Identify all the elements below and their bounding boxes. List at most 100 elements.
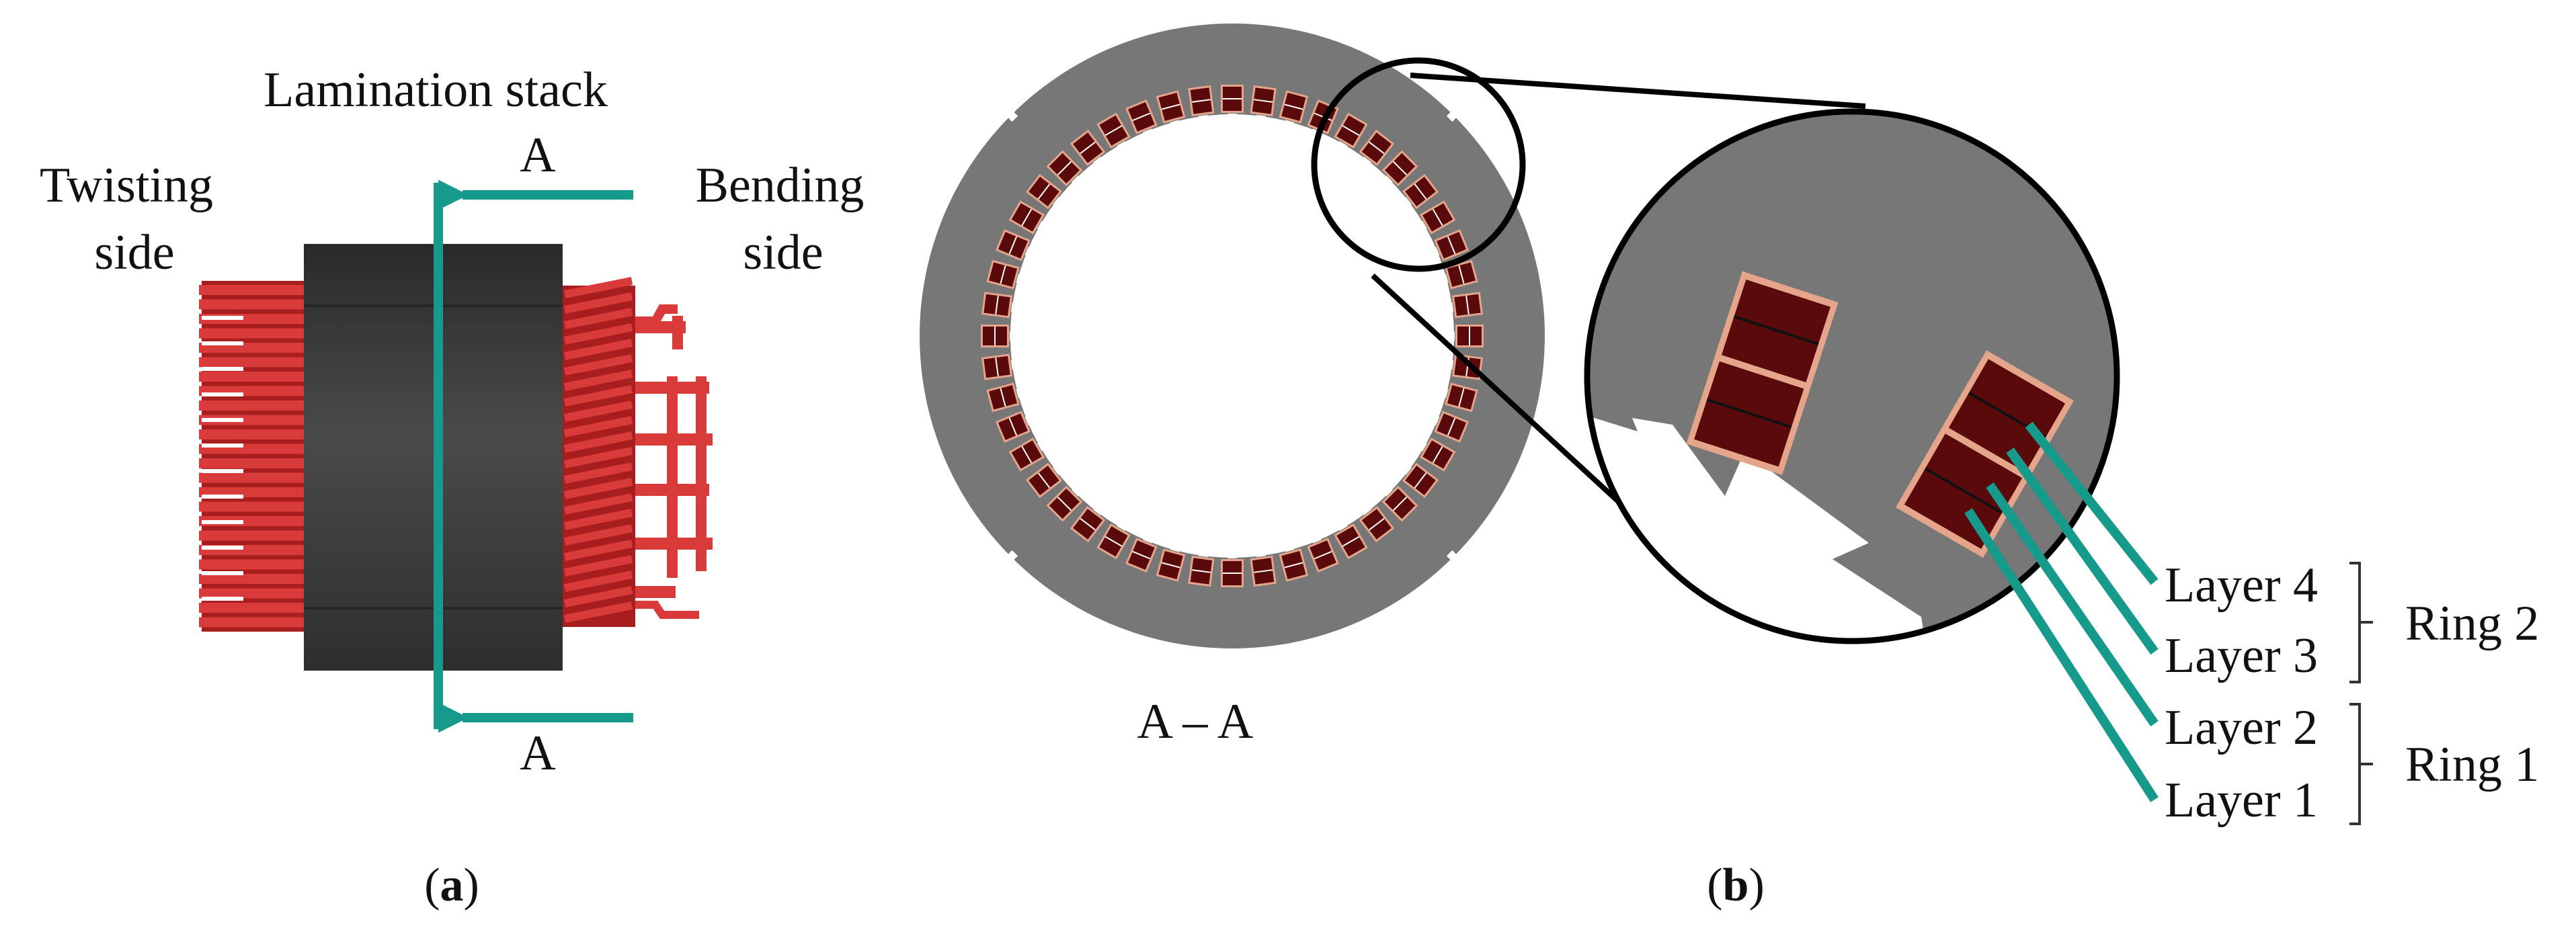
zoom-connector-top [1410, 73, 1866, 109]
stator-slot [1447, 325, 1484, 347]
twist-gap [202, 316, 243, 320]
stator-slot [981, 292, 1020, 319]
stator-slot [1221, 551, 1244, 587]
stator-slot [1359, 505, 1395, 543]
bend-strand [563, 370, 633, 391]
twist-strand [199, 472, 305, 483]
twist-strand [199, 400, 305, 411]
stator-slot [1381, 485, 1418, 522]
zoom-slot-right [1896, 350, 2074, 558]
stator-slot [1439, 382, 1478, 413]
twist-gap [202, 367, 243, 371]
zoom-slot-left [1686, 271, 1839, 475]
layer-1-label: Layer 1 [2165, 773, 2318, 828]
section-label-bottom: A [520, 726, 555, 781]
stator-slot [1188, 548, 1215, 587]
caption-a: (a) [424, 859, 479, 911]
twist-strand [199, 357, 305, 368]
stator-slot [1221, 85, 1244, 121]
twist-gap [202, 546, 243, 550]
ring-1-label: Ring 1 [2405, 737, 2539, 792]
stator-slot [1070, 505, 1106, 543]
bending-side-conductors [563, 277, 713, 627]
twist-strand [199, 617, 305, 628]
twisting-side-conductors [199, 281, 305, 632]
stator-slot [1417, 437, 1456, 472]
stator-slot [1046, 150, 1083, 187]
bend-strand [563, 354, 633, 376]
stator-slot [1125, 534, 1158, 573]
bend-strand [563, 509, 633, 530]
stator-slot [1125, 99, 1158, 138]
stator-slot [1096, 112, 1131, 151]
zoom-circle [1584, 108, 2120, 644]
twist-strand [199, 603, 305, 613]
twist-gap [202, 597, 243, 601]
zoom-source-circle [1311, 57, 1526, 272]
bend-strand [563, 400, 633, 422]
bend-strand [563, 385, 633, 407]
bend-strand [563, 555, 633, 577]
stator-slot [986, 259, 1025, 290]
twist-gap [202, 443, 243, 448]
stator-slot [1401, 173, 1439, 210]
twist-gap [202, 495, 243, 499]
twist-strand [199, 530, 305, 541]
leader-layer-2 [1986, 482, 2159, 726]
caption-b: (b) [1707, 859, 1765, 911]
bus-riser [672, 316, 683, 349]
stator-slot [1381, 150, 1418, 187]
stator-slot [1430, 411, 1470, 443]
twisting-side-label-line2: side [94, 225, 174, 280]
twist-strand [199, 415, 305, 425]
bus-tail [635, 601, 699, 619]
stator-slot [1070, 129, 1106, 167]
lamination-stack [304, 244, 563, 671]
stator-slot [1008, 437, 1047, 472]
stator-slot [1279, 90, 1309, 129]
stator-slot [1401, 462, 1439, 499]
lamination-stack-label: Lamination stack [264, 62, 608, 118]
stator-slot [1156, 543, 1186, 582]
stator-slot [1334, 521, 1368, 560]
stator-slot [1156, 90, 1186, 129]
twist-strand [199, 559, 305, 570]
twist-gap [202, 418, 243, 422]
rim-notch [1007, 550, 1018, 561]
layer-3-label: Layer 3 [2165, 628, 2318, 683]
layer-4-label: Layer 4 [2165, 558, 2318, 613]
bend-strand [563, 447, 633, 468]
stator-slot [986, 382, 1025, 413]
bending-side-label-line1: Bending [696, 158, 864, 213]
ring-2-label: Ring 2 [2405, 596, 2539, 651]
twist-strand [199, 429, 305, 439]
twist-strand [199, 328, 305, 339]
ring-1-bracket [2349, 703, 2373, 825]
rim-notch [1446, 111, 1457, 122]
bend-strand [563, 339, 633, 360]
stator-slot [1025, 173, 1063, 210]
bending-side-label-line2: side [743, 225, 823, 280]
twist-gap [202, 392, 243, 396]
stator-slot [1096, 521, 1131, 560]
stator-slot [1250, 548, 1277, 587]
rim-notch [1007, 111, 1018, 122]
bend-strand [563, 323, 633, 345]
bus-bar [635, 586, 676, 598]
rim-notch [1446, 550, 1457, 561]
stator-slot [1250, 85, 1277, 124]
bend-strand [563, 570, 633, 592]
stator-slot [1025, 462, 1063, 499]
bus-riser [696, 376, 707, 571]
section-view-label: A – A [1137, 694, 1254, 749]
stator-slot [1430, 229, 1470, 261]
leader-layer-3 [2006, 447, 2159, 655]
bend-strand [563, 416, 633, 437]
bend-strand [563, 431, 633, 453]
stator-slot [981, 325, 1017, 347]
bend-strand [563, 308, 633, 329]
twist-strand [199, 574, 305, 584]
stator-slot [1188, 85, 1215, 124]
bus-riser [667, 376, 678, 578]
